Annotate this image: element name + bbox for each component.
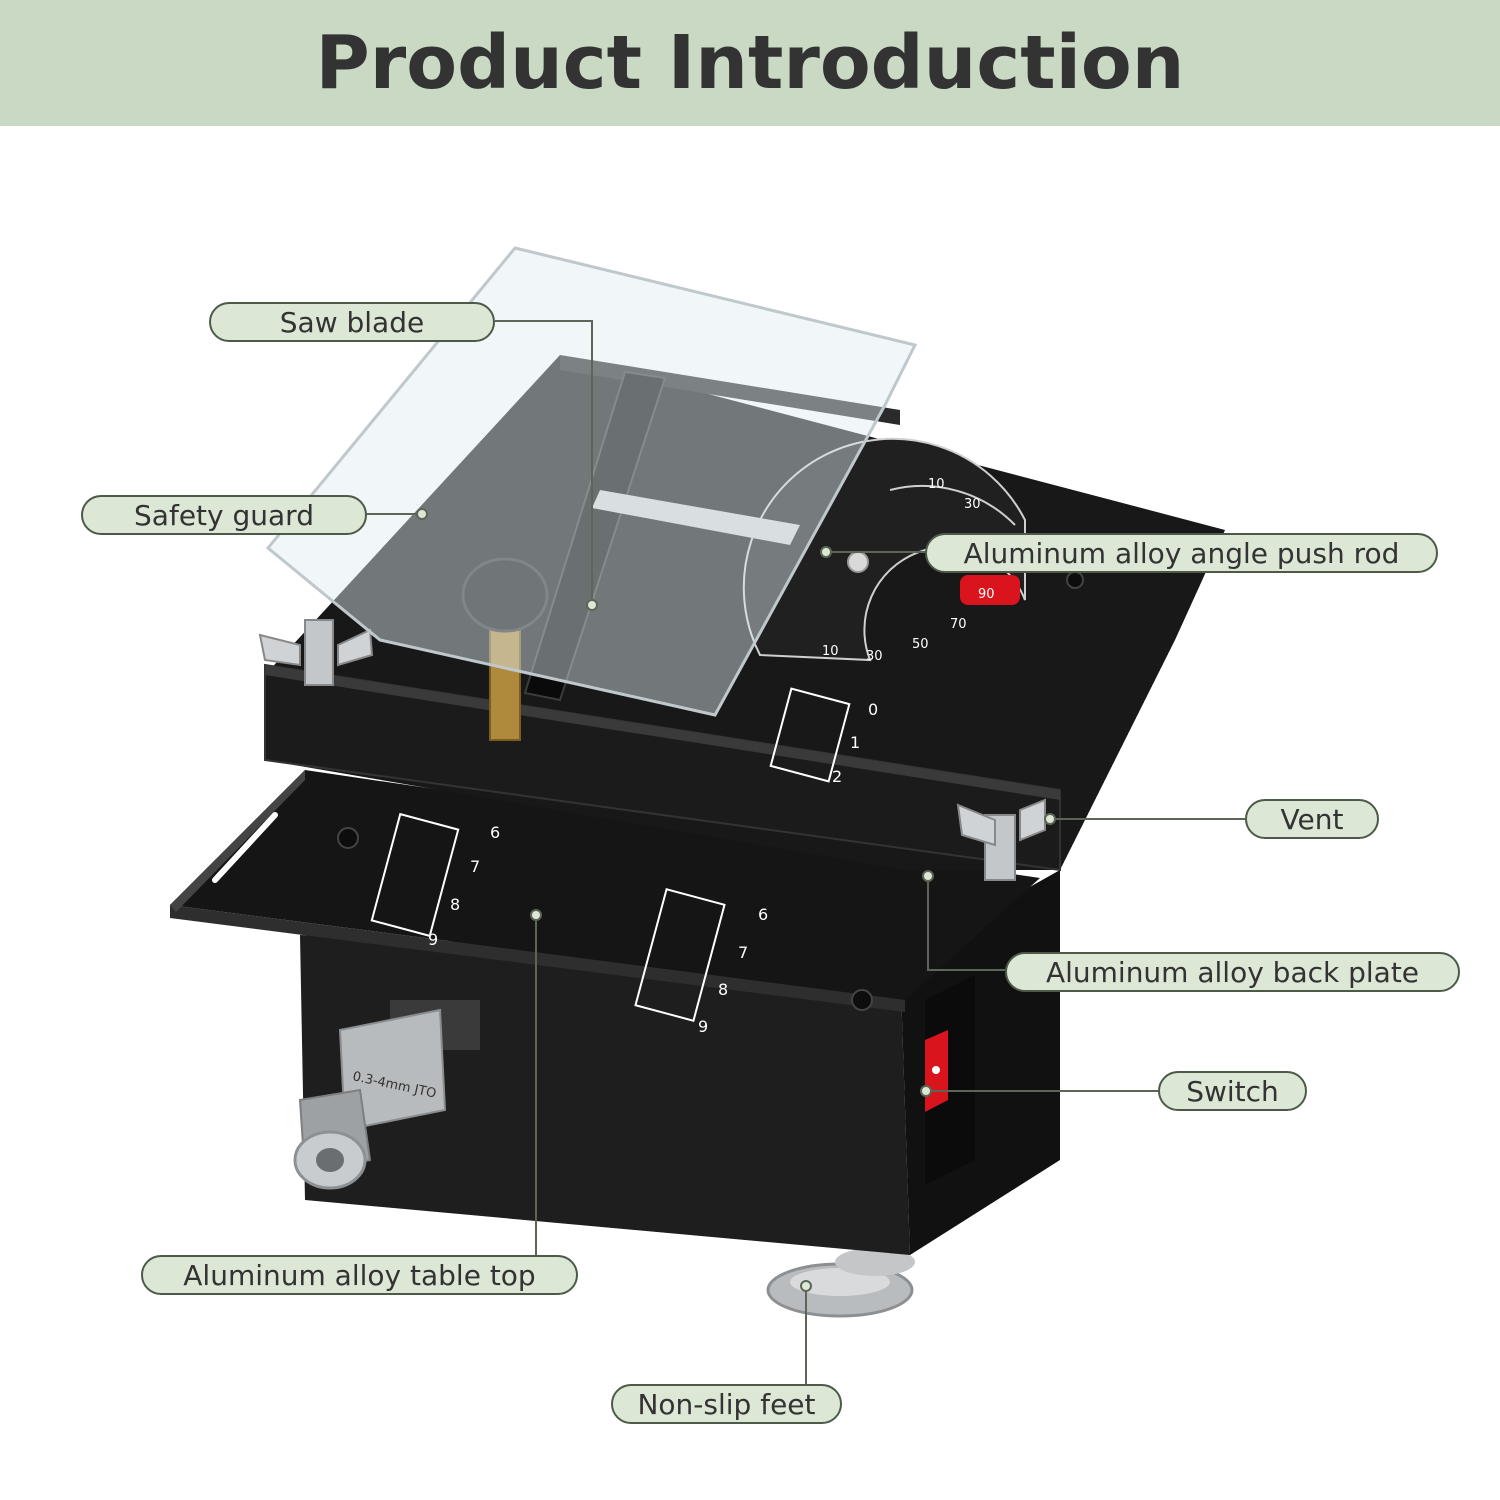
front-scale-label: 6	[758, 905, 768, 924]
callout-table-top: Aluminum alloy table top	[141, 1255, 578, 1295]
callout-angle-push-rod: Aluminum alloy angle push rod	[925, 533, 1438, 573]
protractor-tick-label: 30	[964, 497, 981, 512]
rear-scale-label: 2	[832, 767, 842, 786]
protractor-tick-label: 10	[822, 644, 839, 659]
front-scale-label: 9	[428, 930, 438, 949]
fence-knob-icon	[461, 557, 549, 633]
protractor-tick-label: 10	[928, 477, 945, 492]
front-scale-label: 8	[718, 980, 728, 999]
callout-vent: Vent	[1245, 799, 1379, 839]
rear-scale-label: 1	[850, 733, 860, 752]
front-scale-label: 8	[450, 895, 460, 914]
front-scale-label: 7	[470, 857, 480, 876]
callout-safety-guard: Safety guard	[81, 495, 367, 535]
front-scale-label: 6	[490, 823, 500, 842]
protractor-tick-label: 90	[978, 587, 995, 602]
header-banner: Product Introduction	[0, 0, 1500, 126]
protractor-tick-label: 70	[950, 617, 967, 632]
callout-saw-blade: Saw blade	[209, 302, 495, 342]
callout-switch: Switch	[1158, 1071, 1307, 1111]
front-scale-label: 9	[698, 1017, 708, 1036]
drill-chuck-icon: 0.3-4mm JTO	[293, 1008, 447, 1190]
protractor-tick-label: 50	[912, 637, 929, 652]
page-title: Product Introduction	[315, 20, 1185, 106]
callout-non-slip-feet: Non-slip feet	[611, 1384, 842, 1424]
callout-back-plate: Aluminum alloy back plate	[1005, 952, 1460, 992]
front-scale-label: 7	[738, 943, 748, 962]
callout-leader-lines	[367, 320, 1245, 1385]
wing-nut-icon	[258, 619, 374, 686]
wing-nut-icon	[956, 798, 1046, 881]
angle-protractor	[742, 437, 1026, 662]
protractor-tick-label: 30	[866, 649, 883, 664]
non-slip-foot-icon	[835, 1248, 915, 1276]
aluminum-back-plate	[264, 663, 1061, 872]
angle-push-rod-knob-icon	[847, 551, 869, 573]
rear-scale-label: 0	[868, 700, 878, 719]
aluminum-table-top	[170, 770, 1040, 1000]
